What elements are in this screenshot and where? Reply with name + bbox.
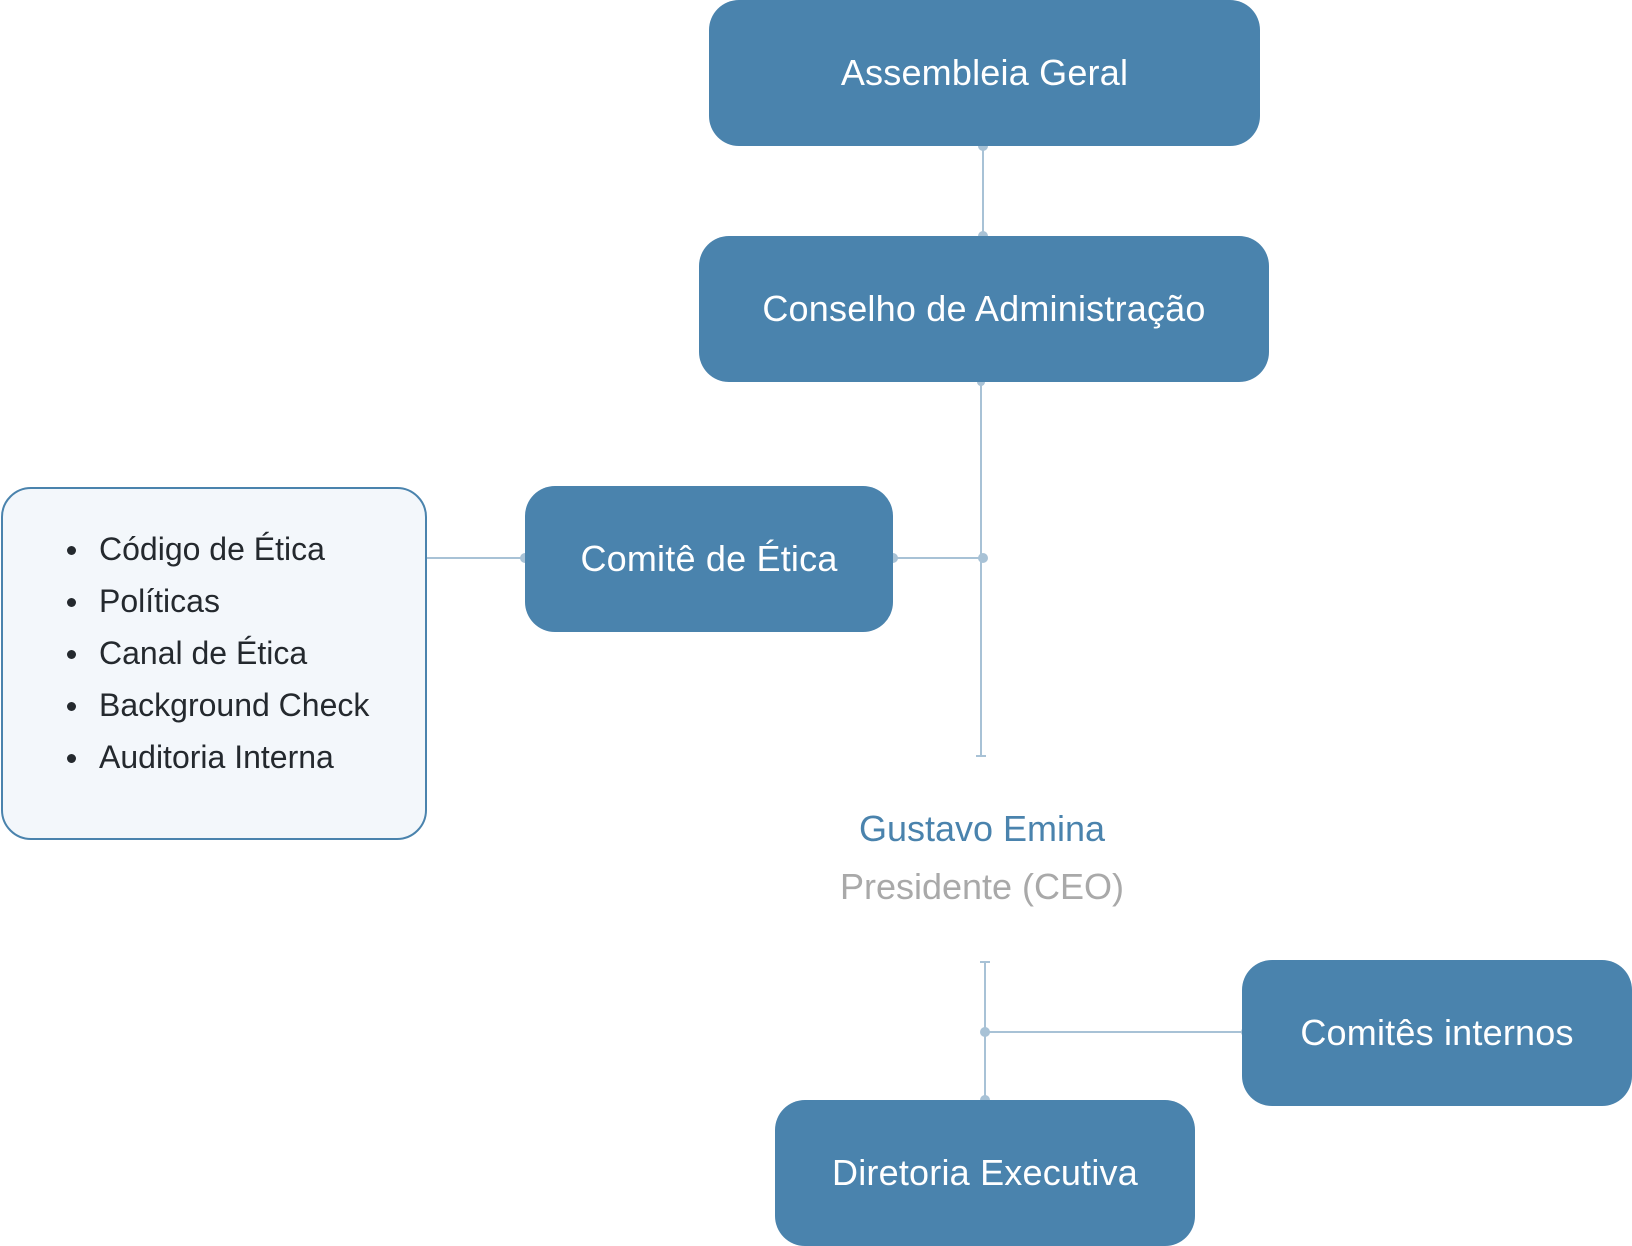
node-conselho-administracao[interactable]: Conselho de Administração bbox=[699, 236, 1269, 382]
list-item-label: Código de Ética bbox=[99, 531, 325, 567]
bullet-icon bbox=[67, 598, 76, 607]
list-item-label: Canal de Ética bbox=[99, 635, 308, 671]
bullet-icon bbox=[67, 650, 76, 659]
node-label: Comitê de Ética bbox=[580, 538, 838, 579]
list-item-label: Políticas bbox=[99, 583, 220, 619]
list-item: Código de Ética bbox=[67, 523, 369, 575]
ceo-block: Gustavo Emina Presidente (CEO) bbox=[782, 800, 1182, 916]
list-item: Políticas bbox=[67, 575, 369, 627]
list-item: Background Check bbox=[67, 679, 369, 731]
ethics-list-box: Código de Ética Políticas Canal de Ética… bbox=[1, 487, 427, 840]
bullet-icon bbox=[67, 702, 76, 711]
list-item-label: Background Check bbox=[99, 687, 370, 723]
node-label: Assembleia Geral bbox=[840, 52, 1129, 93]
node-label: Comitês internos bbox=[1300, 1012, 1574, 1053]
ethics-list: Código de Ética Políticas Canal de Ética… bbox=[67, 523, 369, 783]
ceo-role: Presidente (CEO) bbox=[839, 866, 1125, 907]
list-item: Auditoria Interna bbox=[67, 731, 369, 783]
bullet-icon bbox=[67, 754, 76, 763]
node-diretoria-executiva[interactable]: Diretoria Executiva bbox=[775, 1100, 1195, 1246]
connector-dot bbox=[978, 553, 988, 563]
ceo-name: Gustavo Emina bbox=[858, 808, 1106, 849]
list-item: Canal de Ética bbox=[67, 627, 369, 679]
node-comites-internos[interactable]: Comitês internos bbox=[1242, 960, 1632, 1106]
list-item-label: Auditoria Interna bbox=[99, 739, 334, 775]
node-label: Conselho de Administração bbox=[762, 288, 1206, 329]
node-comite-etica[interactable]: Comitê de Ética bbox=[525, 486, 893, 632]
node-label: Diretoria Executiva bbox=[832, 1152, 1138, 1193]
bullet-icon bbox=[67, 546, 76, 555]
node-assembleia-geral[interactable]: Assembleia Geral bbox=[709, 0, 1260, 146]
